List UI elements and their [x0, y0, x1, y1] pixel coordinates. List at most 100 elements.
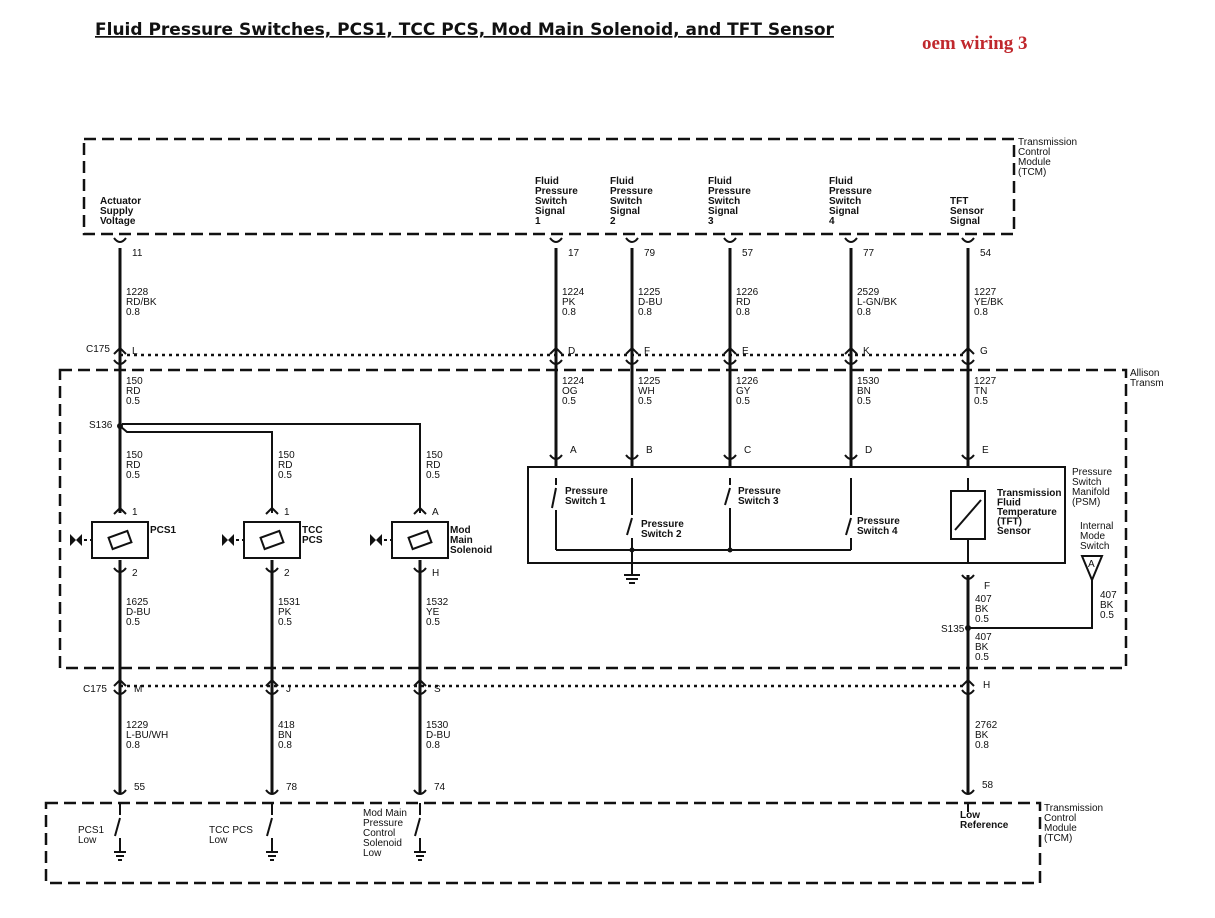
solenoid-pin-bottom: 2	[132, 568, 138, 579]
wire-spec: 0.8	[126, 740, 140, 751]
wire-spec: BN	[278, 730, 292, 741]
tcm-signal-label: Switch	[535, 196, 567, 207]
tft-sensor-label: Transmission	[997, 488, 1061, 499]
tcm-pin-number: 17	[568, 248, 580, 259]
solenoid-socket	[113, 567, 127, 573]
tcm-pin-number: 57	[742, 248, 754, 259]
tcm-top-box	[82, 137, 1016, 236]
wire-spec: 1225	[638, 287, 661, 298]
wire-spec: 0.8	[426, 740, 440, 751]
tcm-terminal	[723, 237, 737, 243]
wire-spec: 0.5	[562, 396, 576, 407]
c175-cavity: K	[863, 346, 870, 357]
wire-spec: D-BU	[638, 297, 662, 308]
wire-spec: 1229	[126, 720, 149, 731]
wire-spec: BN	[857, 386, 871, 397]
tcm-pin-number: 11	[132, 248, 143, 259]
wire-spec: 0.8	[126, 307, 140, 318]
tcm-bottom-label: Transmission	[1044, 803, 1103, 814]
wire-spec: BK	[1100, 600, 1114, 611]
wire-spec: BK	[975, 730, 989, 741]
wire-spec: 0.5	[975, 652, 989, 663]
tcm-low-label: Mod Main	[363, 808, 407, 819]
solenoid-body	[91, 521, 149, 559]
tft-sensor-label: Sensor	[997, 526, 1031, 537]
wire-spec: 407	[975, 594, 992, 605]
wire-spec: PK	[278, 607, 292, 618]
c175-cavity: M	[134, 684, 142, 695]
wire-spec: PK	[562, 297, 576, 308]
pressure-switch-label: Pressure	[738, 486, 781, 497]
solenoid-socket	[413, 567, 427, 573]
wire-spec: L-BU/WH	[126, 730, 168, 741]
wire-spec: 1530	[426, 720, 449, 731]
connector-c175-lower: C175	[83, 684, 107, 695]
c175-socket	[113, 689, 127, 695]
tcm-pin-number: 58	[982, 780, 994, 791]
internal-mode-switch-label: Mode	[1080, 531, 1105, 542]
tcm-signal-label: 4	[829, 216, 835, 227]
c175-cavity: S	[434, 684, 441, 695]
wire-spec: 1531	[278, 597, 301, 608]
pressure-switch-label: Pressure	[565, 486, 608, 497]
tcm-pin-number: 78	[286, 782, 298, 793]
wire-spec: 0.5	[126, 470, 140, 481]
tcm-pin-number: 55	[134, 782, 146, 793]
tcm-low-label: TCC PCS	[209, 825, 253, 836]
tcm-low-switches	[114, 803, 969, 852]
wire-spec: 1227	[974, 376, 997, 387]
wire-spec: 1227	[974, 287, 997, 298]
tcm-bottom-label: Control	[1044, 813, 1076, 824]
psm-pin: D	[865, 445, 872, 456]
tcm-pin-number: 77	[863, 248, 875, 259]
tcm-signal-label: Pressure	[708, 186, 751, 197]
solenoid-pin	[265, 506, 279, 515]
psm-pin: A	[570, 445, 577, 456]
wire-spec: RD	[126, 460, 140, 471]
psm-label: Switch	[1072, 477, 1101, 488]
transmission-label: Allison	[1130, 368, 1159, 379]
wire-spec: 0.5	[857, 396, 871, 407]
wire-spec: 1224	[562, 376, 585, 387]
wire-spec: 1226	[736, 376, 759, 387]
tcm-signal-label: Signal	[950, 216, 980, 227]
tcm-terminal	[113, 789, 127, 795]
c175-socket	[625, 359, 639, 365]
wire-spec: 1625	[126, 597, 149, 608]
psm-pin: C	[744, 445, 751, 456]
tcm-terminal	[961, 789, 975, 795]
solenoid-pin-top: A	[432, 507, 439, 518]
transmission-box	[58, 368, 1128, 670]
tcm-top-label: (TCM)	[1018, 167, 1046, 178]
splice-s135: S135	[941, 624, 965, 635]
tft-sensor-label: Fluid	[997, 498, 1021, 509]
solenoid-name: Main	[450, 535, 473, 546]
pressure-switch-label: Switch 4	[857, 526, 898, 537]
ground-icon	[114, 851, 126, 861]
solenoid-wires	[118, 560, 422, 793]
tcm-low-label: Control	[363, 828, 395, 839]
wire-spec: YE/BK	[974, 297, 1004, 308]
tcm-signal-label: Signal	[708, 206, 738, 217]
solenoid-coil	[259, 529, 285, 551]
internal-mode-switch-label: Internal	[1080, 521, 1113, 532]
tcm-terminal	[625, 237, 639, 243]
wire-spec: 0.8	[736, 307, 750, 318]
solenoid-pin	[113, 506, 127, 515]
c175-socket	[844, 359, 858, 365]
labels: TransmissionControlModule(TCM)AllisonTra…	[78, 137, 1164, 859]
pressure-switch-label: Switch 3	[738, 496, 779, 507]
connector-c175-upper: C175	[86, 344, 110, 355]
tcm-low-label: Pressure	[363, 818, 403, 829]
c175-cavity: F	[644, 346, 650, 357]
tcm-low-label: Low	[209, 835, 228, 846]
wire-spec: 0.8	[974, 307, 988, 318]
psm-pin: B	[646, 445, 653, 456]
tft-sensor-label: Temperature	[997, 507, 1057, 518]
tcm-signal-label: Sensor	[950, 206, 984, 217]
wire-spec: 1530	[857, 376, 880, 387]
tcm-low-reference-label: Low	[960, 810, 980, 821]
tcm-signal-label: Signal	[535, 206, 565, 217]
wire-spec: L-GN/BK	[857, 297, 897, 308]
c175-socket	[113, 359, 127, 365]
